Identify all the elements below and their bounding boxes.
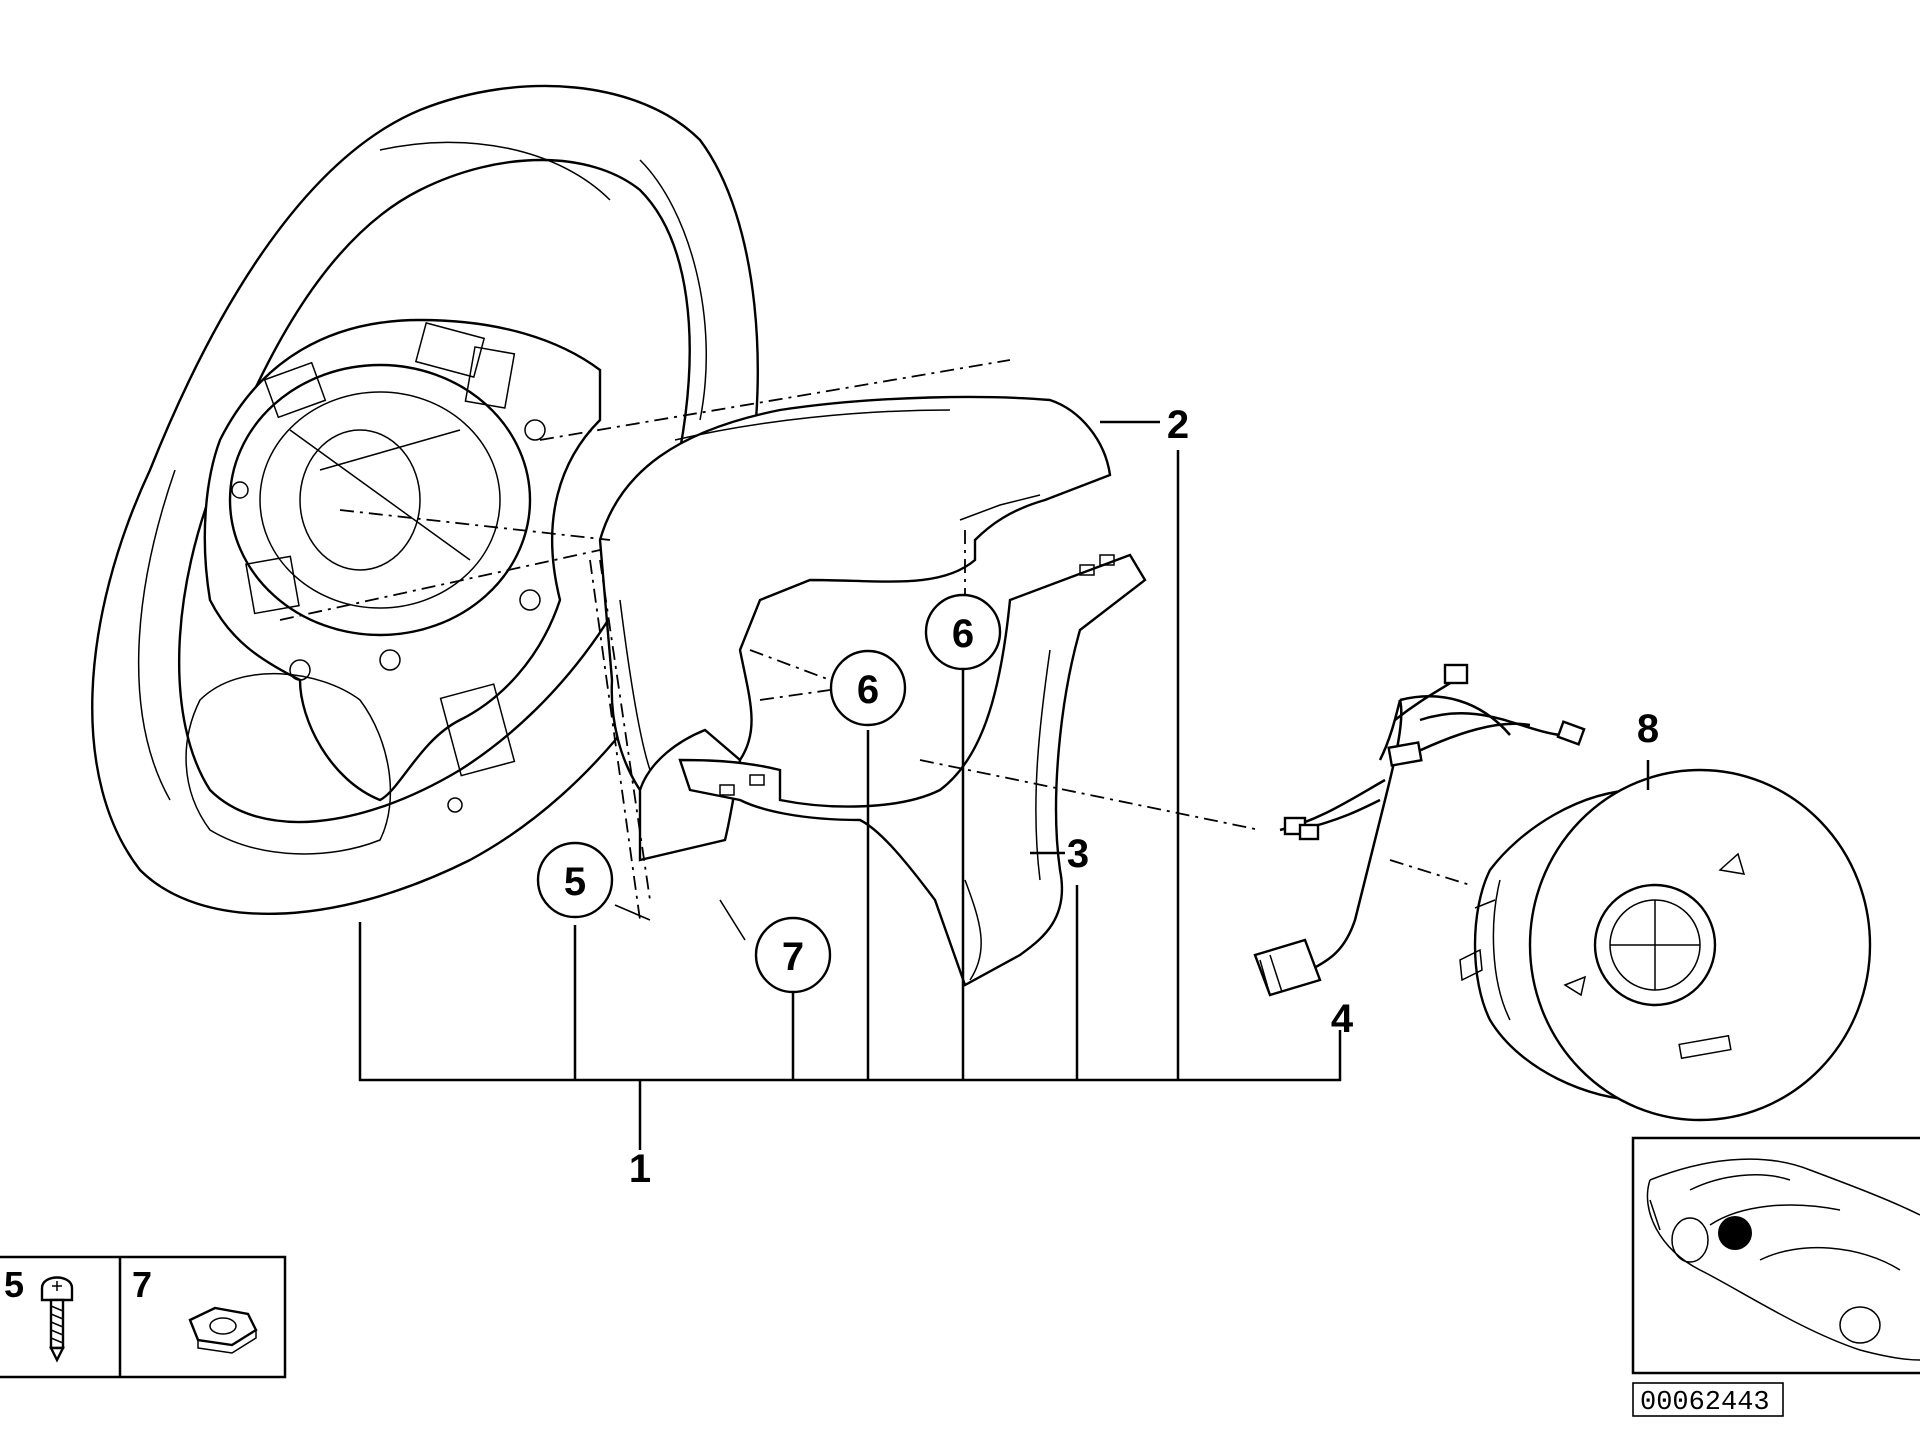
callout-airbag-module[interactable]: 8 <box>1637 707 1659 751</box>
locator-inset <box>1631 1136 1920 1375</box>
steering-wheel[interactable] <box>91 84 759 915</box>
document-number-box <box>1632 1382 1784 1417</box>
legend-nut-key: 7 <box>132 1264 152 1305</box>
trim-cover-lower[interactable] <box>678 553 1147 987</box>
callout-fastener-a[interactable]: 6 <box>924 593 1002 671</box>
document-number: 00062443 <box>1640 1388 1770 1418</box>
airbag-module[interactable] <box>1459 768 1872 1122</box>
callout-nut-label: 7 <box>782 935 804 979</box>
callout-wiring-harness[interactable]: 4 <box>1331 997 1354 1041</box>
car-location-icon <box>1646 1158 1920 1361</box>
callout-trim-lower[interactable]: 3 <box>1067 832 1089 876</box>
nut-icon <box>188 1306 258 1354</box>
wiring-harness[interactable] <box>1253 663 1586 997</box>
callout-screw-label: 5 <box>564 860 586 904</box>
assembly-lines <box>279 359 1471 921</box>
callout-screw[interactable]: 5 <box>536 841 614 919</box>
screw-icon <box>40 1276 74 1363</box>
callout-nut[interactable]: 7 <box>754 916 832 994</box>
callout-fastener-b-label: 6 <box>857 668 879 712</box>
callout-trim-upper[interactable]: 2 <box>1167 403 1189 447</box>
fastener-legend: 5 7 <box>0 1255 287 1379</box>
leader-lines <box>358 420 1650 1150</box>
legend-screw-key: 5 <box>4 1264 24 1305</box>
callout-fastener-a-label: 6 <box>952 612 974 656</box>
callout-fastener-b[interactable]: 6 <box>829 649 907 727</box>
callout-assembly[interactable]: 1 <box>629 1147 651 1191</box>
